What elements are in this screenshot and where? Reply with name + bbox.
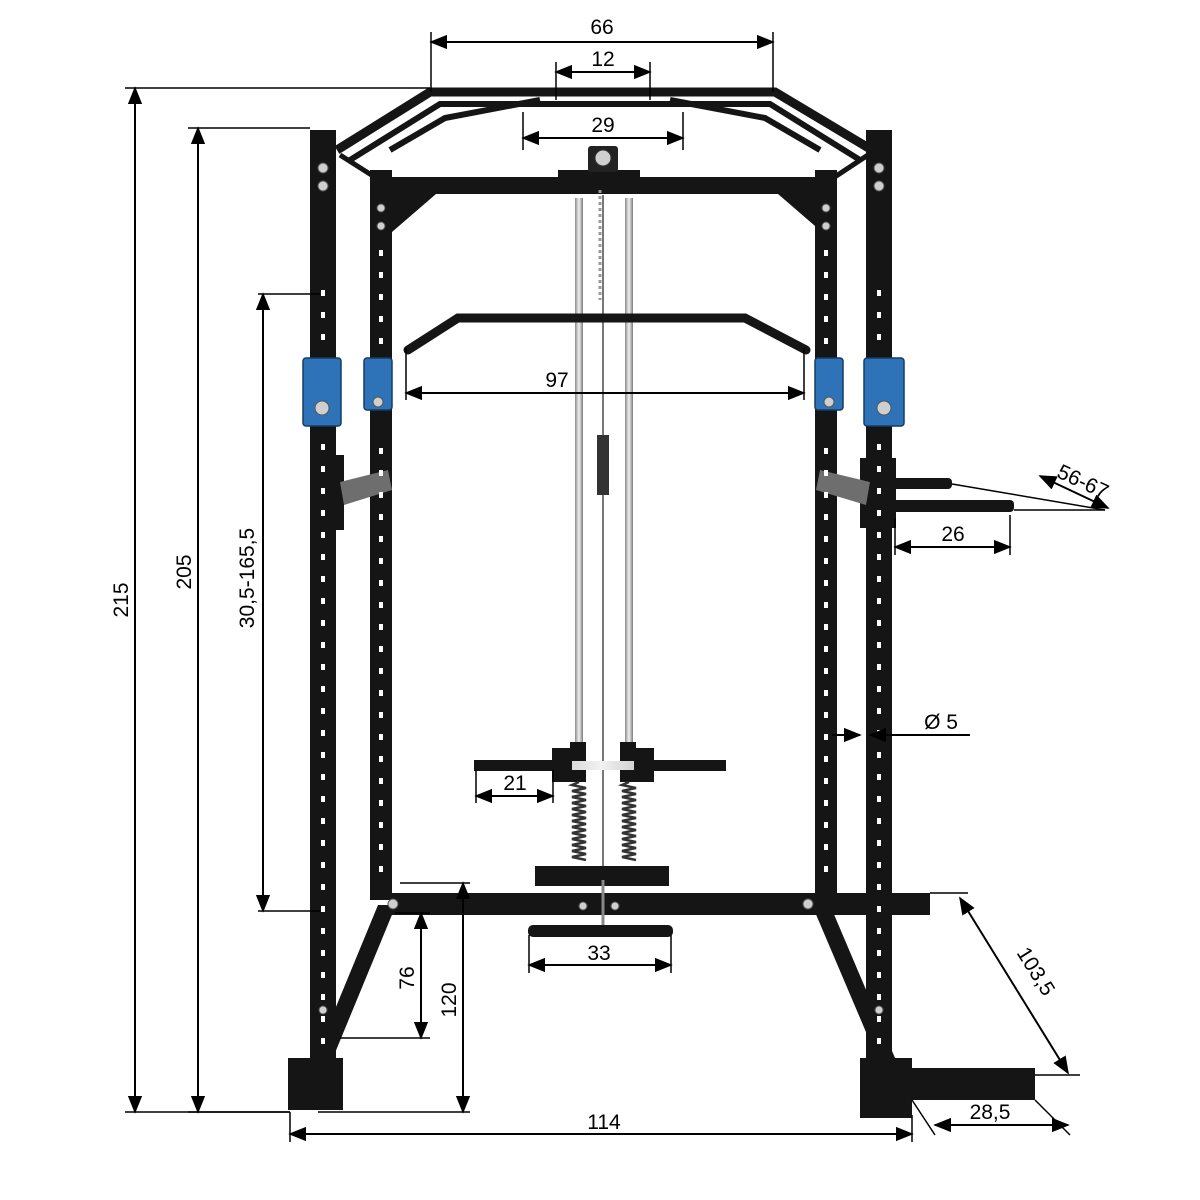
label-hole-diameter: Ø 5 xyxy=(924,711,958,734)
rear-foot-right xyxy=(905,1068,1035,1100)
label-top-grip-inner: 29 xyxy=(591,114,614,137)
frame-bolts xyxy=(317,162,885,1015)
lat-pulldown-system xyxy=(403,146,811,937)
label-top-grip-gap: 12 xyxy=(591,48,614,71)
label-j-hook-range: 30,5-165,5 xyxy=(236,528,259,628)
gusset-left xyxy=(392,194,436,232)
label-upright-height: 205 xyxy=(173,554,196,589)
base-leg-left xyxy=(312,905,396,1065)
front-upright-left xyxy=(310,130,336,1090)
j-hook-front-left xyxy=(302,357,342,427)
top-crossbar xyxy=(382,177,822,194)
rear-upright-right xyxy=(815,170,837,900)
j-hook-rear-right xyxy=(814,357,844,411)
rack-frame xyxy=(288,87,1035,1118)
footplate xyxy=(535,866,669,886)
loading-pin-bar xyxy=(476,761,726,770)
row-handle xyxy=(528,925,673,937)
pull-up-bar xyxy=(334,87,875,191)
label-depth: 103,5 xyxy=(1012,943,1059,1000)
pulley-bracket xyxy=(558,170,640,182)
j-hook-rear-left xyxy=(363,357,393,411)
label-row-handle: 33 xyxy=(587,942,610,965)
guide-rod-left xyxy=(575,198,583,758)
rear-upright-left xyxy=(370,170,392,900)
label-total-height: 215 xyxy=(110,582,133,617)
cable-connector xyxy=(597,435,609,495)
label-loading-pin: 21 xyxy=(503,772,526,795)
safety-arms xyxy=(312,455,870,530)
dimension-labels: 66 12 29 97 56-67 26 Ø 5 21 33 215 205 3… xyxy=(110,16,1112,1134)
j-hooks xyxy=(302,357,905,427)
foot-left xyxy=(288,1058,343,1110)
label-base-bar-height: 120 xyxy=(438,982,461,1017)
carriage-springs xyxy=(567,780,637,862)
dip-handles xyxy=(860,458,1014,528)
label-top-width: 66 xyxy=(590,16,613,39)
dimension-lines xyxy=(125,32,1110,1142)
label-dip-handle-length: 26 xyxy=(941,523,964,546)
label-dip-handle-angle: 56-67 xyxy=(1054,460,1112,504)
gusset-right xyxy=(778,194,822,232)
foot-right xyxy=(860,1058,912,1118)
loading-sleeve-left xyxy=(474,760,552,771)
bottom-crossbar xyxy=(390,893,930,915)
lat-bar xyxy=(403,313,811,355)
base-leg-right xyxy=(812,905,898,1065)
upright-holes xyxy=(321,250,881,1044)
label-lower-bar-height: 76 xyxy=(396,966,419,989)
guide-rod-right xyxy=(625,198,633,758)
label-base-width: 114 xyxy=(587,1111,621,1134)
label-lat-bar-width: 97 xyxy=(545,369,568,392)
loading-sleeve-right xyxy=(650,760,726,771)
front-upright-right xyxy=(866,130,892,1090)
label-foot-length: 28,5 xyxy=(970,1101,1011,1124)
j-hook-front-right xyxy=(863,357,905,427)
